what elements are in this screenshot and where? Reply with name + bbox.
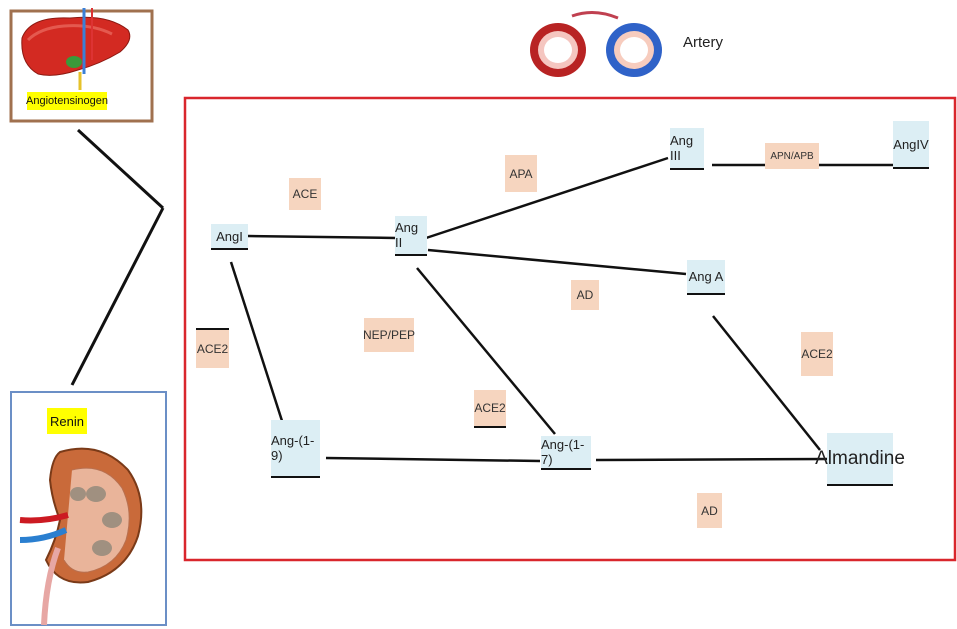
- pathway-frame: [183, 96, 957, 562]
- renin-label: Renin: [47, 408, 87, 434]
- enzyme-nep-pep: NEP/PEP: [363, 318, 415, 352]
- enzyme-ace2-left: ACE2: [196, 328, 229, 368]
- node-ang-1-9: Ang-(1-9): [271, 420, 320, 478]
- node-ang-iv: AngIV: [893, 121, 929, 169]
- angiotensinogen-label: Angiotensinogen: [26, 92, 108, 110]
- node-ang-iii: Ang III: [670, 128, 704, 170]
- node-ang-ii: Ang II: [395, 216, 427, 256]
- enzyme-ad-top: AD: [571, 280, 599, 310]
- artery-label: Artery: [683, 34, 724, 51]
- enzyme-ace2-mid: ACE2: [474, 390, 506, 428]
- kidney-illustration: [19, 447, 143, 626]
- enzyme-apa: APA: [505, 155, 537, 192]
- enzyme-ad-bottom: AD: [697, 493, 722, 528]
- node-ang-1-7: Ang-(1-7): [541, 436, 591, 470]
- node-ang-i: AngI: [211, 224, 248, 250]
- enzyme-apn-apb: APN/APB: [765, 143, 819, 169]
- node-almandine: Almandine: [815, 433, 905, 486]
- liver-illustration: [21, 8, 131, 90]
- enzyme-ace: ACE: [289, 178, 321, 210]
- artery-illustration: [530, 11, 662, 77]
- enzyme-ace2-right: ACE2: [801, 332, 833, 376]
- node-ang-a: Ang A: [687, 260, 725, 295]
